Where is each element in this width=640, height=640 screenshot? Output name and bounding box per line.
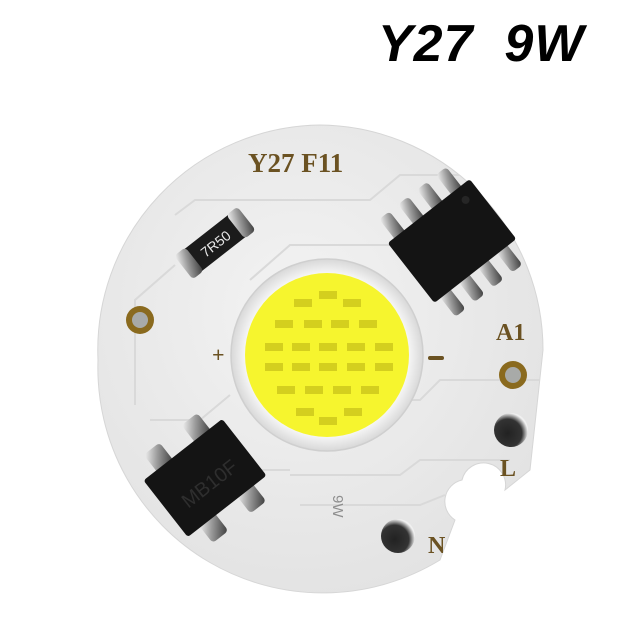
wattage-mark: 9W	[329, 495, 346, 518]
smd-resistor: 7R50	[175, 208, 255, 278]
led-chip-array	[265, 291, 393, 425]
pad-a1-label: A1	[496, 320, 525, 346]
pad-a1	[499, 361, 527, 389]
pad-l-label: L	[500, 456, 516, 482]
cob-led	[230, 258, 424, 452]
polarity-minus-mark	[428, 356, 444, 360]
board-model-label: Y27 F11	[248, 148, 343, 178]
solder-point-n	[381, 519, 415, 553]
mounting-pad-left	[126, 306, 154, 334]
polarity-plus: +	[212, 342, 225, 367]
pad-n-label: N	[428, 533, 446, 559]
solder-point-l	[494, 413, 528, 447]
product-title: Y27 9W	[378, 15, 585, 73]
driver-ic-chip	[380, 168, 521, 316]
